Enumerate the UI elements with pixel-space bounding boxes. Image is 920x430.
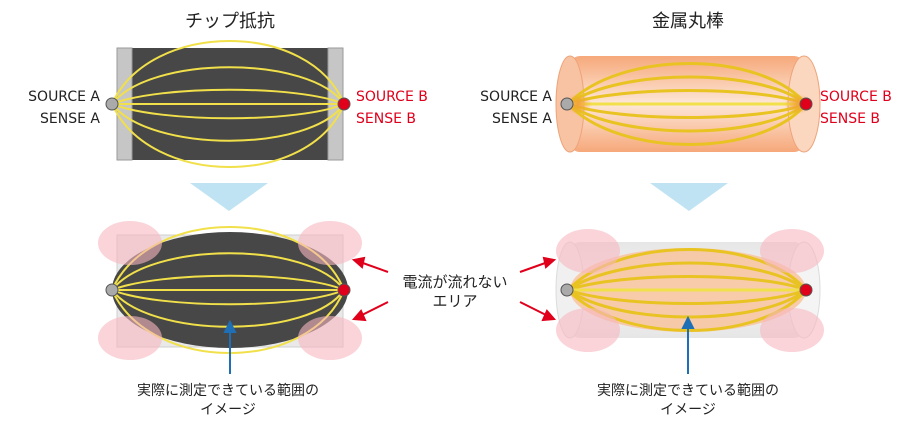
rod-source-b-label: SOURCE B <box>820 89 892 105</box>
chip-resistor-top <box>105 40 351 168</box>
no-current-areas <box>98 221 362 360</box>
probe-a-icon <box>105 283 119 297</box>
metal-rod-bottom <box>555 229 824 352</box>
rod-source-a-label: SOURCE A <box>480 89 552 105</box>
chip-source-a-label: SOURCE A <box>28 89 100 105</box>
chip-source-b-label: SOURCE B <box>356 89 428 105</box>
metal-rod-top <box>555 55 821 153</box>
probe-b-icon <box>799 97 813 111</box>
red-arrow-icon <box>351 256 557 322</box>
rod-sense-b-label: SENSE B <box>820 111 880 127</box>
probe-a-icon <box>105 97 119 111</box>
current-lines <box>566 62 808 146</box>
rod-caption: 実際に測定できている範囲の <box>597 382 779 399</box>
chip-caption: 実際に測定できている範囲の <box>137 382 319 399</box>
probe-b-icon <box>799 283 813 297</box>
chip-sense-b-label: SENSE B <box>356 111 416 127</box>
blue-arrow-icon <box>681 315 695 374</box>
probe-a-icon <box>560 97 574 111</box>
down-arrow-icon <box>650 183 728 211</box>
chip-caption-2: イメージ <box>200 402 256 418</box>
no-current-area-label: 電流が流れない <box>402 273 507 291</box>
blue-arrow-icon <box>223 319 237 374</box>
probe-b-icon <box>337 283 351 297</box>
chip-title: チップ抵抗 <box>185 11 275 32</box>
down-arrow-icon <box>190 183 268 211</box>
rod-title: 金属丸棒 <box>652 11 724 32</box>
rod-sense-a-label: SENSE A <box>492 111 552 127</box>
chip-sense-a-label: SENSE A <box>40 111 100 127</box>
no-current-areas <box>556 229 824 352</box>
no-current-area-label-2: エリア <box>432 292 477 310</box>
probe-b-icon <box>337 97 351 111</box>
probe-a-icon <box>560 283 574 297</box>
chip-resistor-bottom <box>98 221 362 360</box>
rod-caption-2: イメージ <box>660 402 716 418</box>
current-lines <box>111 40 345 168</box>
